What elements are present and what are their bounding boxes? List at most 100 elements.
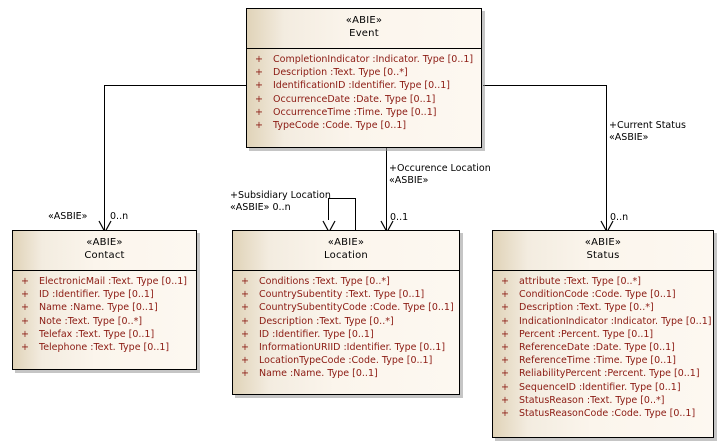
class-box-status[interactable]: «ABIE» Status + attribute :Text. Type [0.… <box>492 230 714 438</box>
class-box-location[interactable]: «ABIE» Location + Conditions :Text. Type … <box>232 230 460 395</box>
edge-mult-contact: 0..n <box>110 211 129 222</box>
attribute-text: Telefax :Text. Type [0..1] <box>39 328 155 340</box>
edge-mult-status: 0..n <box>610 212 629 223</box>
attribute-visibility: + <box>501 328 509 340</box>
attribute-text: IndicationIndicator :Indicator. Type [0.… <box>519 315 712 327</box>
attribute-visibility: + <box>241 276 249 287</box>
edge-event-status-horizontal <box>483 85 607 86</box>
attribute-visibility: + <box>241 289 249 301</box>
class-attributes-status: + attribute :Text. Type [0..*] + Condition… <box>493 271 713 426</box>
class-stereotype-status: «ABIE» <box>584 237 622 248</box>
attribute-visibility: + <box>21 328 29 340</box>
attribute-text: OccurrenceDate :Date. Type [0..1] <box>273 93 436 105</box>
attribute-text: Note :Text. Type [0..*] <box>39 315 143 327</box>
attribute-visibility: + <box>501 394 509 406</box>
attribute-visibility: + <box>241 342 249 354</box>
edge-mult-occurrence: 0..1 <box>390 212 409 223</box>
attribute-visibility: + <box>255 54 263 65</box>
attribute-text: OccurrenceTime :Time. Type [0..1] <box>273 106 437 118</box>
attribute-visibility: + <box>241 315 249 327</box>
attribute-visibility: + <box>255 80 263 92</box>
class-header-location: «ABIE» Location <box>233 231 459 271</box>
attribute-text: ID :Identifier. Type [0..1] <box>259 328 374 340</box>
class-name-contact: Contact <box>84 250 125 261</box>
attribute-visibility: + <box>501 315 509 327</box>
edge-event-contact-horizontal <box>104 85 247 86</box>
attribute-text: Description :Text. Type [0..*] <box>259 315 394 327</box>
edge-label-subsidiary-stereotype-mult: «ASBIE» 0..n <box>230 202 291 213</box>
class-name-event: Event <box>349 28 379 39</box>
attribute-text: Name :Name. Type [0..1] <box>259 368 378 380</box>
attribute-row: +StatusReason :Text. Type [0..*] <box>493 394 713 407</box>
attribute-text: LocationTypeCode :Code. Type [0..1] <box>259 355 433 367</box>
edge-label-current-status-role: +Current Status <box>609 120 686 131</box>
attribute-text: ConditionCode :Code. Type [0..1] <box>519 289 676 301</box>
attribute-visibility: + <box>255 120 263 132</box>
attribute-visibility: + <box>501 289 509 301</box>
attribute-text: ID :Identifier. Type [0..1] <box>39 289 154 301</box>
edge-label-occurrence-role: +Occurence Location <box>389 163 491 174</box>
attribute-row: +ReferenceTime :Time. Type [0..1] <box>493 354 713 367</box>
attribute-visibility: + <box>255 106 263 118</box>
attribute-row: + CountrySubentityCode :Code. Type [0..1] <box>233 301 459 314</box>
attribute-text: Conditions :Text. Type [0..*] <box>259 276 390 287</box>
attribute-text: CountrySubentityCode :Code. Type [0..1] <box>259 302 454 314</box>
attribute-text: IdentificationID :Identifier. Type [0..1… <box>273 80 450 92</box>
attribute-text: ElectronicMail :Text. Type [0..1] <box>39 276 187 287</box>
attribute-text: Percent :Percent. Type [0..1] <box>519 328 654 340</box>
attribute-row: +Name :Name. Type [0..1] <box>233 367 459 380</box>
attribute-row: + IndicationIndicator :Indicator. Type [0… <box>493 315 713 328</box>
attribute-row: +ID :Identifier. Type [0..1] <box>13 288 196 301</box>
attribute-visibility: + <box>21 276 29 287</box>
class-box-event[interactable]: «ABIE» Event + CompletionIndicator :Indic… <box>246 8 482 148</box>
edge-event-location-vertical <box>386 148 387 230</box>
attribute-row: +InformationURIID :Identifier. Type [0..… <box>233 341 459 354</box>
class-box-contact[interactable]: «ABIE» Contact +ElectronicMail :Text. Ty… <box>12 230 197 370</box>
attribute-visibility: + <box>501 368 509 380</box>
attribute-visibility: + <box>21 342 29 354</box>
attribute-visibility: + <box>241 355 249 367</box>
attribute-visibility: + <box>21 315 29 327</box>
class-header-status: «ABIE» Status <box>493 231 713 271</box>
edge-label-occurrence-stereotype: «ASBIE» <box>389 175 429 186</box>
attribute-row: + OccurrenceDate :Date. Type [0..1] <box>247 93 481 106</box>
attribute-text: Description :Text. Type [0..*] <box>519 302 654 314</box>
attribute-row: + attribute :Text. Type [0..*] <box>493 275 713 288</box>
attribute-visibility: + <box>21 302 29 314</box>
class-header-event: «ABIE» Event <box>247 9 481 49</box>
attribute-row: + Description :Text. Type [0..*] <box>247 66 481 79</box>
attribute-row: + OccurrenceTime :Time. Type [0..1] <box>247 106 481 119</box>
attribute-text: Telephone :Text. Type [0..1] <box>39 342 170 354</box>
edge-event-contact-vertical <box>104 85 105 230</box>
edge-subsidiary-horizontal <box>328 198 356 199</box>
attribute-visibility: + <box>501 302 509 314</box>
attribute-visibility: + <box>241 328 249 340</box>
attribute-text: TypeCode :Code. Type [0..1] <box>273 120 407 132</box>
edge-label-subsidiary-role: +Subsidiary Location <box>230 190 331 201</box>
attribute-row: + StatusReasonCode :Code. Type [0..1] <box>493 407 713 420</box>
attribute-visibility: + <box>501 276 509 287</box>
attribute-visibility: + <box>501 381 509 393</box>
attribute-row: + Telephone :Text. Type [0..1] <box>13 341 196 354</box>
attribute-visibility: + <box>501 408 509 420</box>
edge-label-current-status-stereotype: «ASBIE» <box>609 132 649 143</box>
attribute-row: + Note :Text. Type [0..*] <box>13 315 196 328</box>
edge-label-contact-stereotype: «ASBIE» <box>48 211 88 222</box>
attribute-text: SequenceID :Identifier. Type [0..1] <box>519 381 681 393</box>
attribute-text: Description :Text. Type [0..*] <box>273 67 408 79</box>
attribute-row: + ConditionCode :Code. Type [0..1] <box>493 288 713 301</box>
attribute-visibility: + <box>241 302 249 314</box>
attribute-row: + Description :Text. Type [0..*] <box>233 315 459 328</box>
attribute-row: +ReferenceDate :Date. Type [0..1] <box>493 341 713 354</box>
attribute-visibility: + <box>255 93 263 105</box>
class-stereotype-location: «ABIE» <box>327 237 365 248</box>
class-attributes-contact: +ElectronicMail :Text. Type [0..1] +ID :… <box>13 271 196 360</box>
class-name-location: Location <box>324 250 368 261</box>
attribute-text: attribute :Text. Type [0..*] <box>519 276 641 287</box>
edge-subsidiary-right-vertical <box>355 198 356 230</box>
attribute-text: CompletionIndicator :Indicator. Type [0.… <box>273 54 474 65</box>
attribute-visibility: + <box>255 67 263 79</box>
attribute-row: + LocationTypeCode :Code. Type [0..1] <box>233 354 459 367</box>
attribute-text: StatusReasonCode :Code. Type [0..1] <box>519 408 696 420</box>
